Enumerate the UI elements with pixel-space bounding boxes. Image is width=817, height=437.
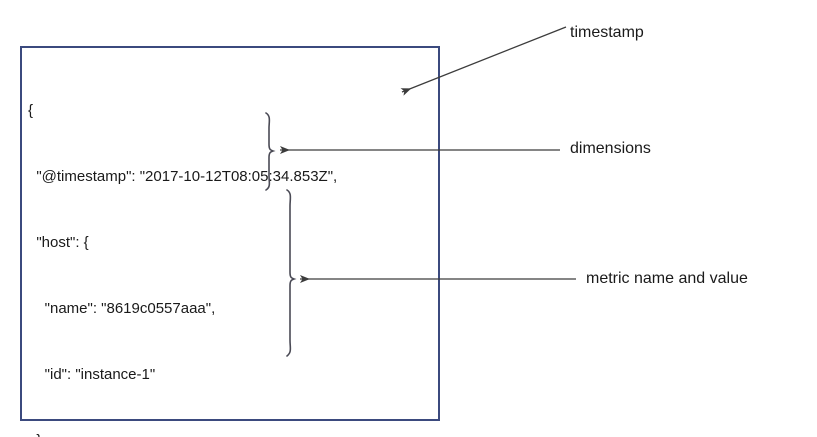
json-document-box xyxy=(20,46,440,421)
json-line-timestamp: "@timestamp": "2017-10-12T08:05:34.853Z"… xyxy=(28,168,338,185)
json-line: { xyxy=(28,102,34,119)
json-line-host-name: "name": "8619c0557aaa", xyxy=(28,300,216,317)
annotation-label-metric: metric name and value xyxy=(586,270,748,287)
json-document-code: { "@timestamp": "2017-10-12T08:05:34.853… xyxy=(28,56,428,437)
json-line-host-open: "host": { xyxy=(28,234,89,251)
json-line-host-close: }, xyxy=(28,430,428,437)
annotation-label-timestamp: timestamp xyxy=(570,24,644,41)
json-line-host-id: "id": "instance-1" xyxy=(28,366,156,383)
annotation-label-dimensions: dimensions xyxy=(570,140,651,157)
